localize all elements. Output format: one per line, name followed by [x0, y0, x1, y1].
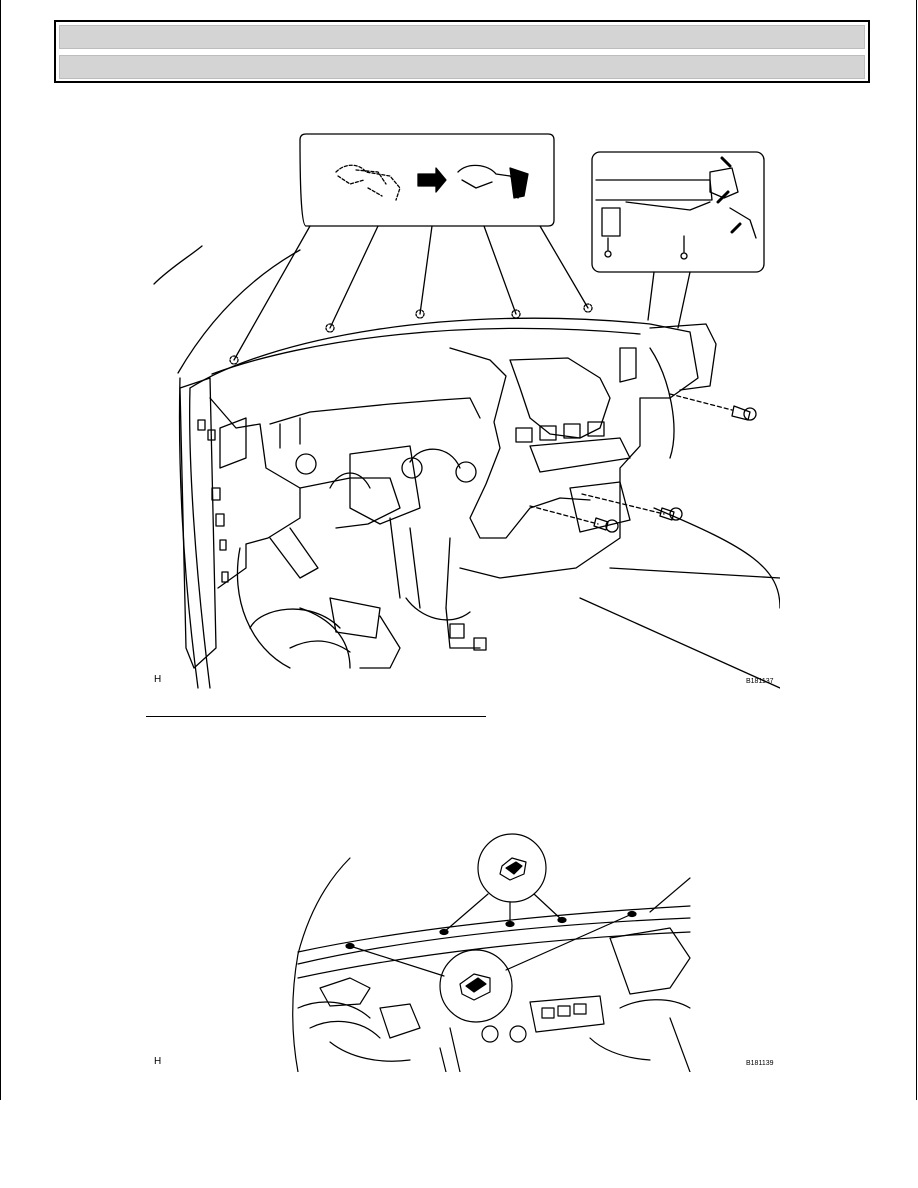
- dash-interior: [297, 927, 691, 1072]
- figure-label-h: H: [154, 674, 162, 685]
- clip-location-illustration: H B181139: [150, 828, 780, 1072]
- page-border-left: [0, 0, 1, 1100]
- instrument-panel-drawing: [153, 133, 780, 689]
- pillar-line: [153, 245, 203, 285]
- bolt-fasteners: [529, 393, 757, 533]
- pillar-edge: [189, 387, 211, 689]
- figure-label-h: H: [154, 1056, 162, 1067]
- left-side-panel: [179, 377, 351, 669]
- clip-location-drawing: [292, 833, 691, 1072]
- pillar-line: [292, 953, 299, 1072]
- clip-callout-box: [233, 133, 589, 361]
- header-title-bar: [59, 25, 865, 49]
- clip-markers: [229, 303, 593, 365]
- lower-clip-callout: [349, 913, 633, 1023]
- document-header: [54, 20, 870, 83]
- page-border-right: [916, 0, 917, 1100]
- upper-clip-callout: [443, 833, 563, 933]
- instrument-panel-illustration: H B181137: [150, 128, 780, 690]
- right-dash-section: [569, 323, 780, 689]
- pillar-edge: [178, 377, 199, 689]
- section-divider: [146, 716, 486, 717]
- header-subtitle-bar: [59, 55, 865, 79]
- figure-code: B181139: [746, 1060, 774, 1067]
- pillar-line: [177, 249, 301, 374]
- dash-top: [297, 905, 691, 953]
- windshield-line: [297, 857, 351, 955]
- windshield-line: [649, 877, 691, 913]
- clip-markers: [345, 910, 637, 950]
- glovebox-callout-box: [591, 151, 765, 329]
- dashboard-body: [189, 317, 699, 669]
- figure-code: B181137: [746, 678, 774, 685]
